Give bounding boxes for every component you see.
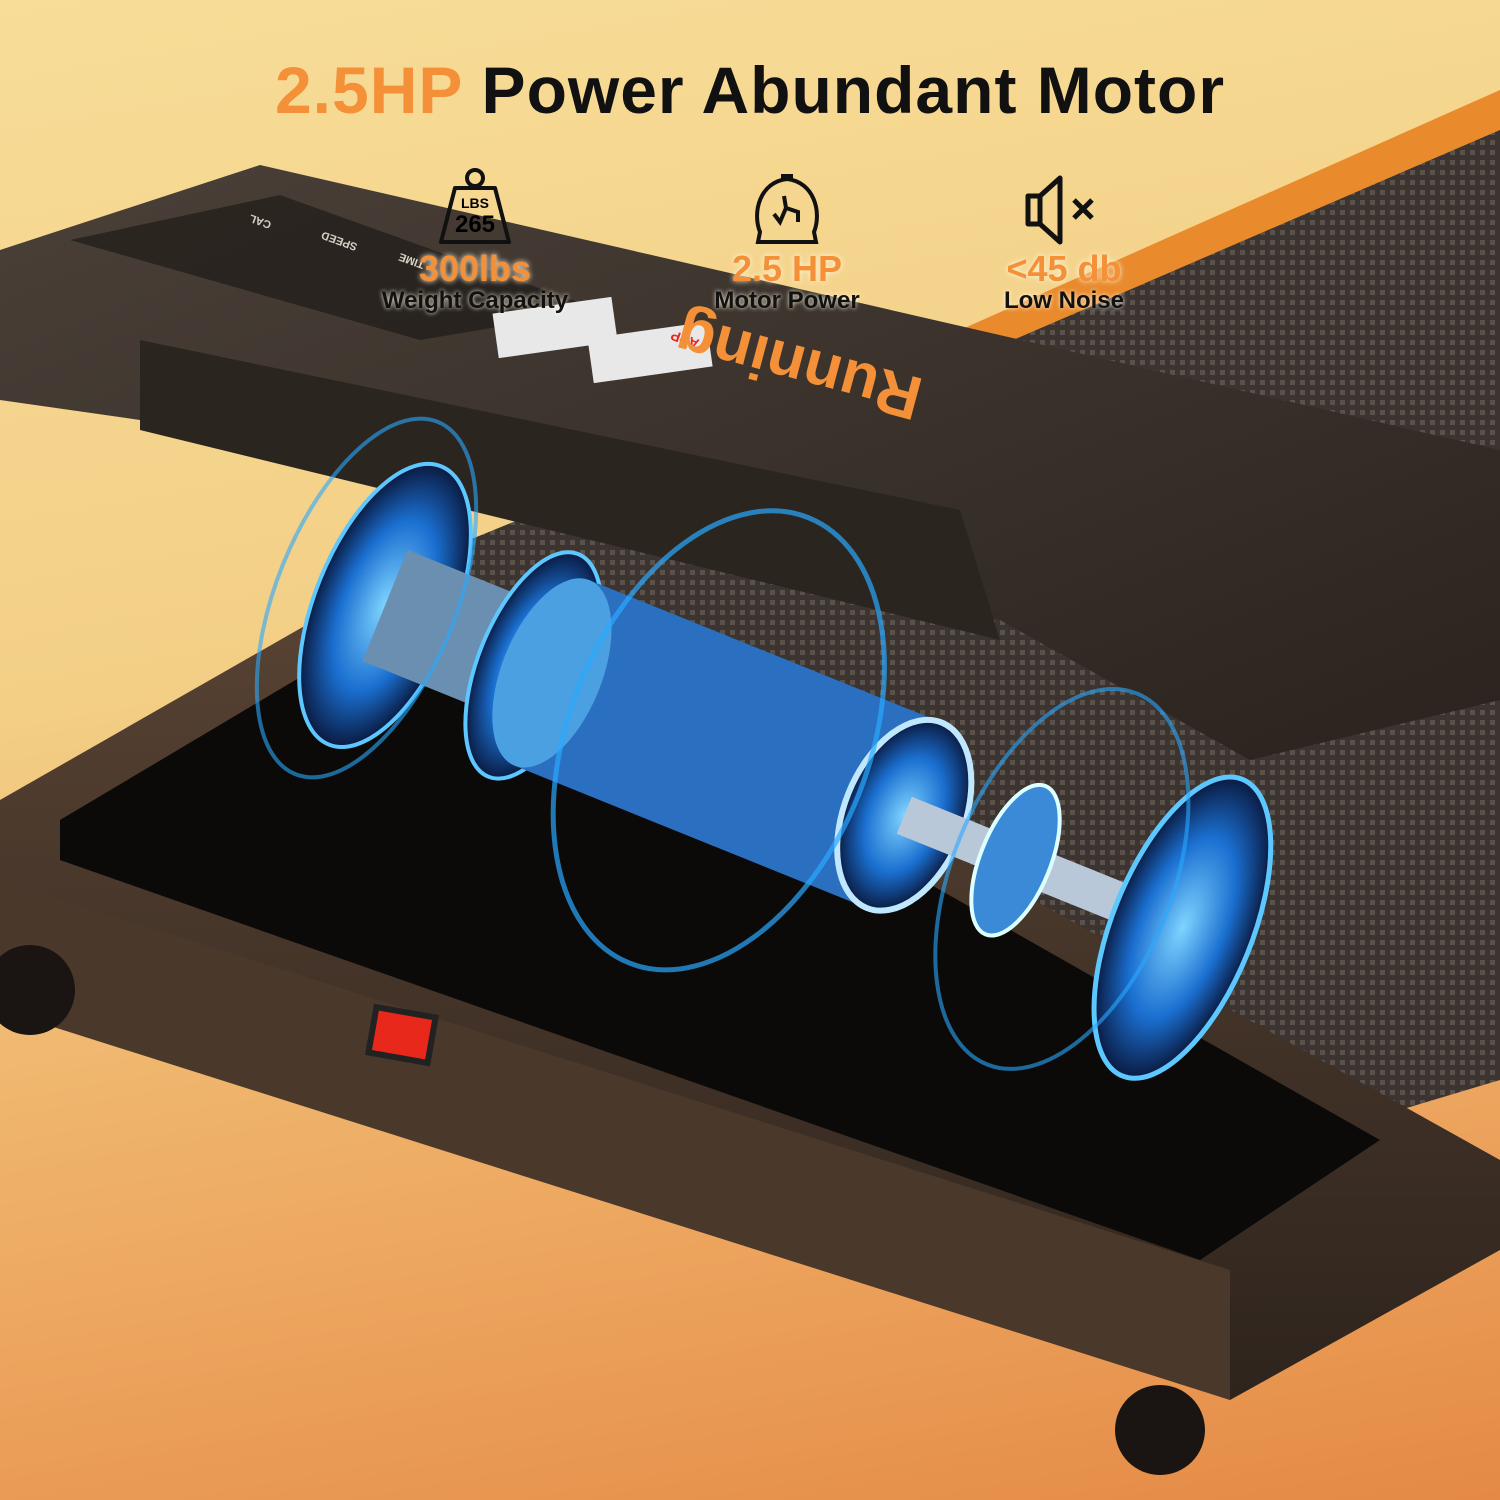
feature-label: Low Noise: [1003, 287, 1124, 314]
weight-icon-number: 265: [455, 211, 495, 238]
feature-value: <45 db: [1006, 248, 1122, 289]
feature-low-noise: <45 db Low Noise: [914, 160, 1214, 314]
mute-speaker-icon: [914, 160, 1214, 246]
headline-accent: 2.5HP: [274, 53, 463, 127]
feature-value: 2.5 HP: [731, 248, 843, 289]
qr-code: [587, 321, 713, 384]
feature-list: LBS 265 300lbs Weight Capacity 2.5 HP Mo…: [0, 160, 1500, 330]
console-display: [70, 195, 600, 340]
feature-weight-capacity: LBS 265 300lbs Weight Capacity: [325, 160, 625, 314]
wheel: [0, 945, 75, 1035]
feature-label: Motor Power: [714, 287, 860, 314]
motor-exploded: [254, 416, 1274, 1081]
weight-icon: LBS 265: [325, 160, 625, 246]
power-switch[interactable]: [364, 1003, 440, 1067]
feature-value: 300lbs: [418, 248, 532, 289]
page-title: 2.5HP Power Abundant Motor: [0, 52, 1500, 128]
qr-code: [492, 296, 618, 359]
wheel: [1115, 1385, 1205, 1475]
motor-timer-icon: [637, 160, 937, 246]
side-rail: [960, 90, 1500, 350]
weight-icon-unit: LBS: [461, 195, 489, 211]
feature-label: Weight Capacity: [381, 287, 569, 314]
feature-motor-power: 2.5 HP Motor Power: [637, 160, 937, 314]
headline-text: Power Abundant Motor: [481, 53, 1226, 127]
